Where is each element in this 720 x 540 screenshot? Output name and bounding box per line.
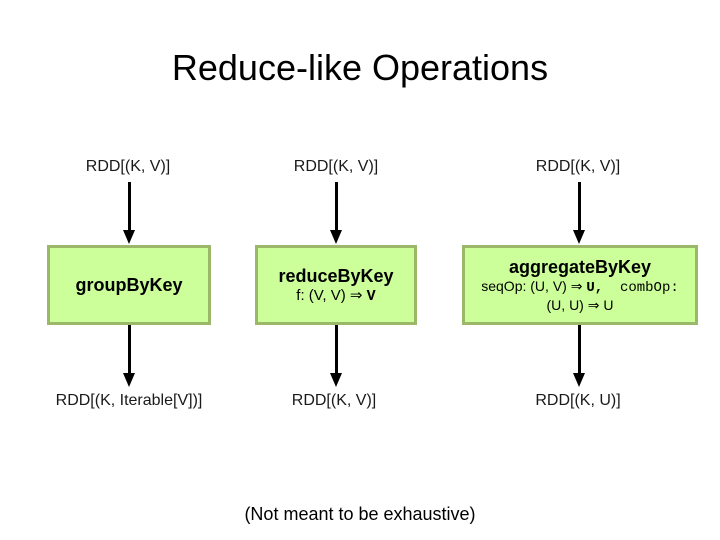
operation-box-groupbykey: groupByKey xyxy=(47,245,211,325)
arrow-shaft xyxy=(334,182,338,232)
operation-name: groupByKey xyxy=(75,274,183,295)
flow-arrow-out-of-aggregatebykey xyxy=(573,325,585,387)
flow-arrow-into-aggregatebykey xyxy=(573,182,585,244)
flow-arrow-out-of-groupbykey xyxy=(123,325,135,387)
arrow-shaft xyxy=(577,182,581,232)
arrow-head-icon xyxy=(573,230,585,244)
operation-box-reducebykey: reduceByKey f: (V, V) ⇒ V xyxy=(255,245,417,325)
flow-arrow-into-groupbykey xyxy=(123,182,135,244)
arrow-head-icon xyxy=(573,373,585,387)
input-rdd-label-reducebykey: RDD[(K, V)] xyxy=(293,158,379,175)
operation-name: reduceByKey xyxy=(278,265,394,286)
output-rdd-label-reducebykey: RDD[(K, V)] xyxy=(291,392,377,409)
arrow-head-icon xyxy=(123,373,135,387)
signature-text: f: (V, V) ⇒ xyxy=(296,286,367,304)
signature-mono-text: combOp: xyxy=(603,279,679,296)
operation-box-aggregatebykey: aggregateByKey seqOp: (U, V) ⇒ U, combOp… xyxy=(462,245,698,325)
signature-mono-type: U, xyxy=(586,279,604,296)
operation-signature-line2: (U, U) ⇒ U xyxy=(546,296,614,313)
arrow-shaft xyxy=(334,325,338,375)
signature-mono-type: V xyxy=(366,287,376,305)
arrow-head-icon xyxy=(330,373,342,387)
flow-arrow-into-reducebykey xyxy=(330,182,342,244)
operation-signature-line1: seqOp: (U, V) ⇒ U, combOp: xyxy=(481,278,679,297)
input-rdd-label-aggregatebykey: RDD[(K, V)] xyxy=(535,158,621,175)
arrow-shaft xyxy=(127,182,131,232)
slide-title: Reduce-like Operations xyxy=(171,47,549,88)
footer-note: (Not meant to be exhaustive) xyxy=(244,504,476,524)
arrow-shaft xyxy=(577,325,581,375)
operation-name: aggregateByKey xyxy=(508,256,652,277)
output-rdd-label-aggregatebykey: RDD[(K, U)] xyxy=(535,392,621,409)
operation-signature: f: (V, V) ⇒ V xyxy=(296,287,375,305)
signature-text: seqOp: (U, V) ⇒ xyxy=(481,277,587,294)
arrow-shaft xyxy=(127,325,131,375)
arrow-head-icon xyxy=(330,230,342,244)
output-rdd-label-groupbykey: RDD[(K, Iterable[V])] xyxy=(55,392,203,409)
flow-arrow-out-of-reducebykey xyxy=(330,325,342,387)
arrow-head-icon xyxy=(123,230,135,244)
input-rdd-label-groupbykey: RDD[(K, V)] xyxy=(85,158,171,175)
